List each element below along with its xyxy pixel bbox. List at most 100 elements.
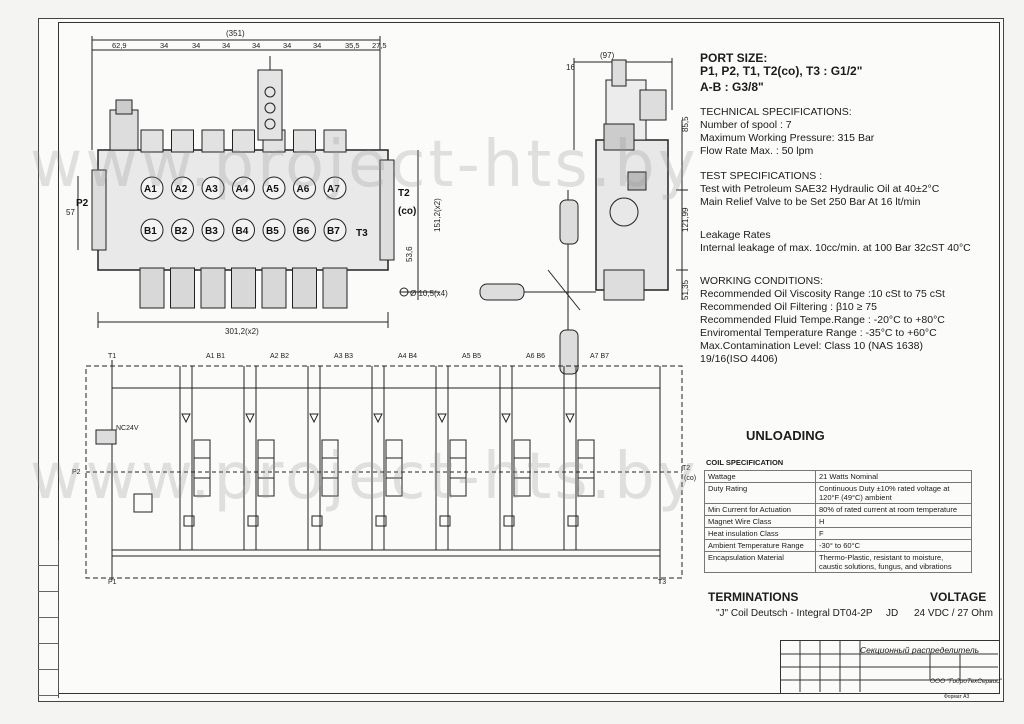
port-b-circle — [262, 218, 286, 242]
valve-symbol — [321, 439, 339, 497]
schem-p1: P1 — [108, 579, 117, 586]
port-b-circle — [171, 218, 194, 242]
port-t3: T3 — [356, 228, 368, 239]
dim-segment: 62,9 — [112, 41, 127, 50]
solenoid-coil — [200, 267, 226, 309]
check-valve-symbol — [501, 413, 511, 424]
sheet-format: Формат А3 — [944, 694, 970, 700]
test-title: TEST SPECIFICATIONS : — [700, 170, 823, 182]
dim-width-bottom: 301,2(x2) — [225, 327, 259, 336]
port-b-label: B1 — [144, 226, 157, 237]
port-a-circle — [262, 176, 286, 200]
working-line: 19/16(ISO 4406) — [700, 353, 778, 365]
schem-port-pair: A5 B5 — [462, 353, 481, 360]
port-b-circle — [232, 218, 255, 242]
coil-key: Min Current for Actuation — [704, 503, 816, 516]
coil-value: Thermo-Plastic, resistant to moisture, c… — [815, 551, 972, 573]
coil-key: Magnet Wire Class — [704, 515, 816, 528]
coil-value: H — [815, 515, 972, 528]
title-block — [780, 640, 999, 693]
coil-symbol — [503, 515, 515, 527]
schem-t1: T1 — [108, 353, 116, 360]
port-a-circle — [232, 176, 255, 200]
schem-t2-co: (co) — [684, 475, 696, 482]
test-line: Test with Petroleum SAE32 Hydraulic Oil … — [700, 183, 940, 195]
dim-53: 53,6 — [405, 246, 414, 262]
schem-t2: T2 — [682, 465, 690, 472]
port-b-label: B5 — [266, 226, 279, 237]
drawing-name: Секционный распределитель — [860, 645, 980, 655]
port-a-label: A6 — [297, 184, 310, 195]
coil-symbol — [311, 515, 323, 527]
dim-segment: 27,5 — [372, 41, 387, 50]
specifications-panel: PORT SIZE: P1, P2, T1, T2(co), T3 : G1/2… — [700, 52, 1000, 366]
check-valve-symbol — [565, 413, 575, 424]
port-a-circle — [201, 176, 225, 200]
port-a-label: A7 — [327, 184, 340, 195]
port-a-circle — [171, 176, 194, 200]
working-line: Max.Contamination Level: Class 10 (NAS 1… — [700, 340, 923, 352]
port-a-label: A1 — [144, 184, 157, 195]
schem-nc: NC24V — [116, 425, 139, 432]
schem-port-pair: A7 B7 — [590, 353, 609, 360]
schem-t3: T3 — [658, 579, 666, 586]
dim-57: 57 — [66, 208, 75, 217]
schem-port-pair: A4 B4 — [398, 353, 417, 360]
dim-segment: 34 — [252, 41, 260, 50]
spool-cap — [323, 129, 347, 153]
working-conditions: WORKING CONDITIONS: Recommended Oil Visc… — [700, 275, 1000, 366]
dim-segment: 34 — [283, 41, 291, 50]
dim-overall-top: (351) — [226, 29, 245, 38]
dim-segment: 34 — [222, 41, 230, 50]
valve-symbol — [577, 439, 595, 497]
coil-key: Ambient Temperature Range — [704, 539, 816, 552]
technical-title: TECHNICAL SPECIFICATIONS: — [700, 106, 852, 118]
dim-side-top: (97) — [600, 51, 615, 60]
solenoid-coil — [139, 267, 165, 309]
dim-mount-hole: Ø 10,5(x4) — [410, 289, 448, 298]
coil-value: 80% of rated current at room temperature — [815, 503, 972, 516]
side-stamp-strip — [38, 540, 59, 698]
coil-symbol — [439, 515, 451, 527]
voltage-heading: VOLTAGE — [930, 590, 987, 604]
dim-segment: 34 — [192, 41, 200, 50]
dim-side-121: 121,99 — [681, 207, 690, 232]
coil-key: Duty Rating — [704, 482, 816, 504]
check-valve-symbol — [437, 413, 447, 424]
port-t2: T2 — [398, 188, 410, 199]
dim-segment: 34 — [313, 41, 321, 50]
schem-p2: P2 — [72, 469, 81, 476]
check-valve-symbol — [309, 413, 319, 424]
valve-symbol — [257, 439, 275, 497]
port-t2-co: (co) — [398, 206, 416, 217]
port-a-label: A2 — [175, 184, 188, 195]
working-line: Recommended Oil Viscosity Range :10 cSt … — [700, 288, 945, 300]
schem-port-pair: A6 B6 — [526, 353, 545, 360]
dim-side-16: 16 — [566, 63, 575, 72]
voltage-line: 24 VDC / 27 Ohm — [914, 608, 993, 619]
test-line: Main Relief Valve to be Set 250 Bar At 1… — [700, 196, 921, 208]
port-b-circle — [323, 218, 347, 242]
coil-symbol — [567, 515, 579, 527]
dim-151: 151,2(x2) — [433, 198, 442, 232]
check-valve-symbol — [181, 413, 191, 424]
coil-value: -30° to 60°C — [815, 539, 972, 552]
terminations-code: JD — [886, 608, 899, 619]
coil-symbol — [375, 515, 387, 527]
port-a-circle — [140, 176, 164, 200]
dim-segment: 35,5 — [345, 41, 360, 50]
coil-value: F — [815, 527, 972, 540]
port-size-line2: A-B : G3/8" — [700, 80, 764, 94]
coil-symbol — [247, 515, 259, 527]
solenoid-coil — [170, 267, 195, 309]
spool-cap — [140, 129, 164, 153]
port-a-circle — [293, 176, 316, 200]
dim-side-51: 51,35 — [681, 279, 690, 300]
leakage-title: Leakage Rates — [700, 229, 771, 241]
port-b-label: B7 — [327, 226, 340, 237]
